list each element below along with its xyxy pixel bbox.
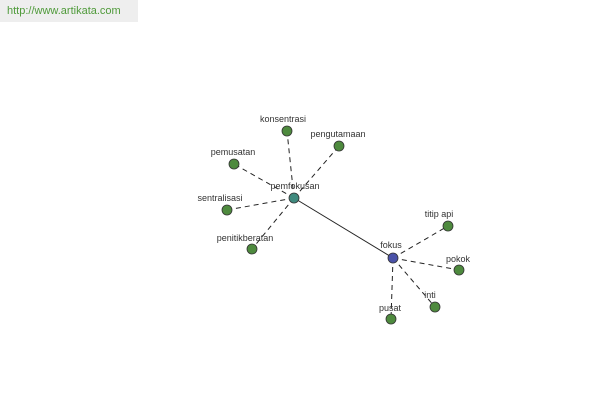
node-label-pengutamaan: pengutamaan — [310, 129, 365, 139]
nodes-layer — [221, 125, 465, 325]
node-pusat[interactable] — [385, 313, 397, 325]
node-label-sentralisasi: sentralisasi — [197, 193, 242, 203]
edge-pemfokusan-pengutamaan — [293, 145, 340, 199]
edge-pemfokusan-penitikberatan — [251, 197, 295, 250]
node-label-fokus: fokus — [380, 240, 402, 250]
node-label-konsentrasi: konsentrasi — [260, 114, 306, 124]
node-sentralisasi[interactable] — [221, 204, 233, 216]
node-label-pusat: pusat — [379, 303, 402, 313]
node-label-penitikberatan: penitikberatan — [217, 233, 274, 243]
edge-pemfokusan-pemusatan — [233, 163, 295, 199]
node-label-pemfokusan: pemfokusan — [270, 181, 319, 191]
edge-fokus-pokok — [392, 257, 460, 271]
node-penitikberatan[interactable] — [246, 243, 258, 255]
node-label-titik_api: titip api — [425, 209, 454, 219]
watermark-url: http://www.artikata.com — [0, 0, 138, 22]
node-inti[interactable] — [429, 301, 441, 313]
node-titik_api[interactable] — [442, 220, 454, 232]
edge-pemfokusan-konsentrasi — [286, 130, 295, 199]
node-pengutamaan[interactable] — [333, 140, 345, 152]
node-konsentrasi[interactable] — [281, 125, 293, 137]
edges-layer — [226, 130, 460, 320]
node-label-pokok: pokok — [446, 254, 471, 264]
node-pokok[interactable] — [453, 264, 465, 276]
node-label-pemusatan: pemusatan — [211, 147, 256, 157]
labels-layer: fokus pemfokusan konsentrasi pengutamaan pem… — [197, 114, 470, 313]
node-pemusatan[interactable] — [228, 158, 240, 170]
node-label-inti: inti — [424, 290, 436, 300]
node-pemfokusan[interactable] — [288, 192, 300, 204]
node-fokus[interactable] — [387, 252, 399, 264]
edge-pemfokusan-sentralisasi — [226, 197, 295, 211]
edge-fokus-pusat — [390, 257, 394, 320]
edge-pemfokusan-fokus — [293, 197, 394, 259]
edge-fokus-inti — [392, 257, 436, 308]
edge-fokus-titik_api — [392, 225, 449, 259]
